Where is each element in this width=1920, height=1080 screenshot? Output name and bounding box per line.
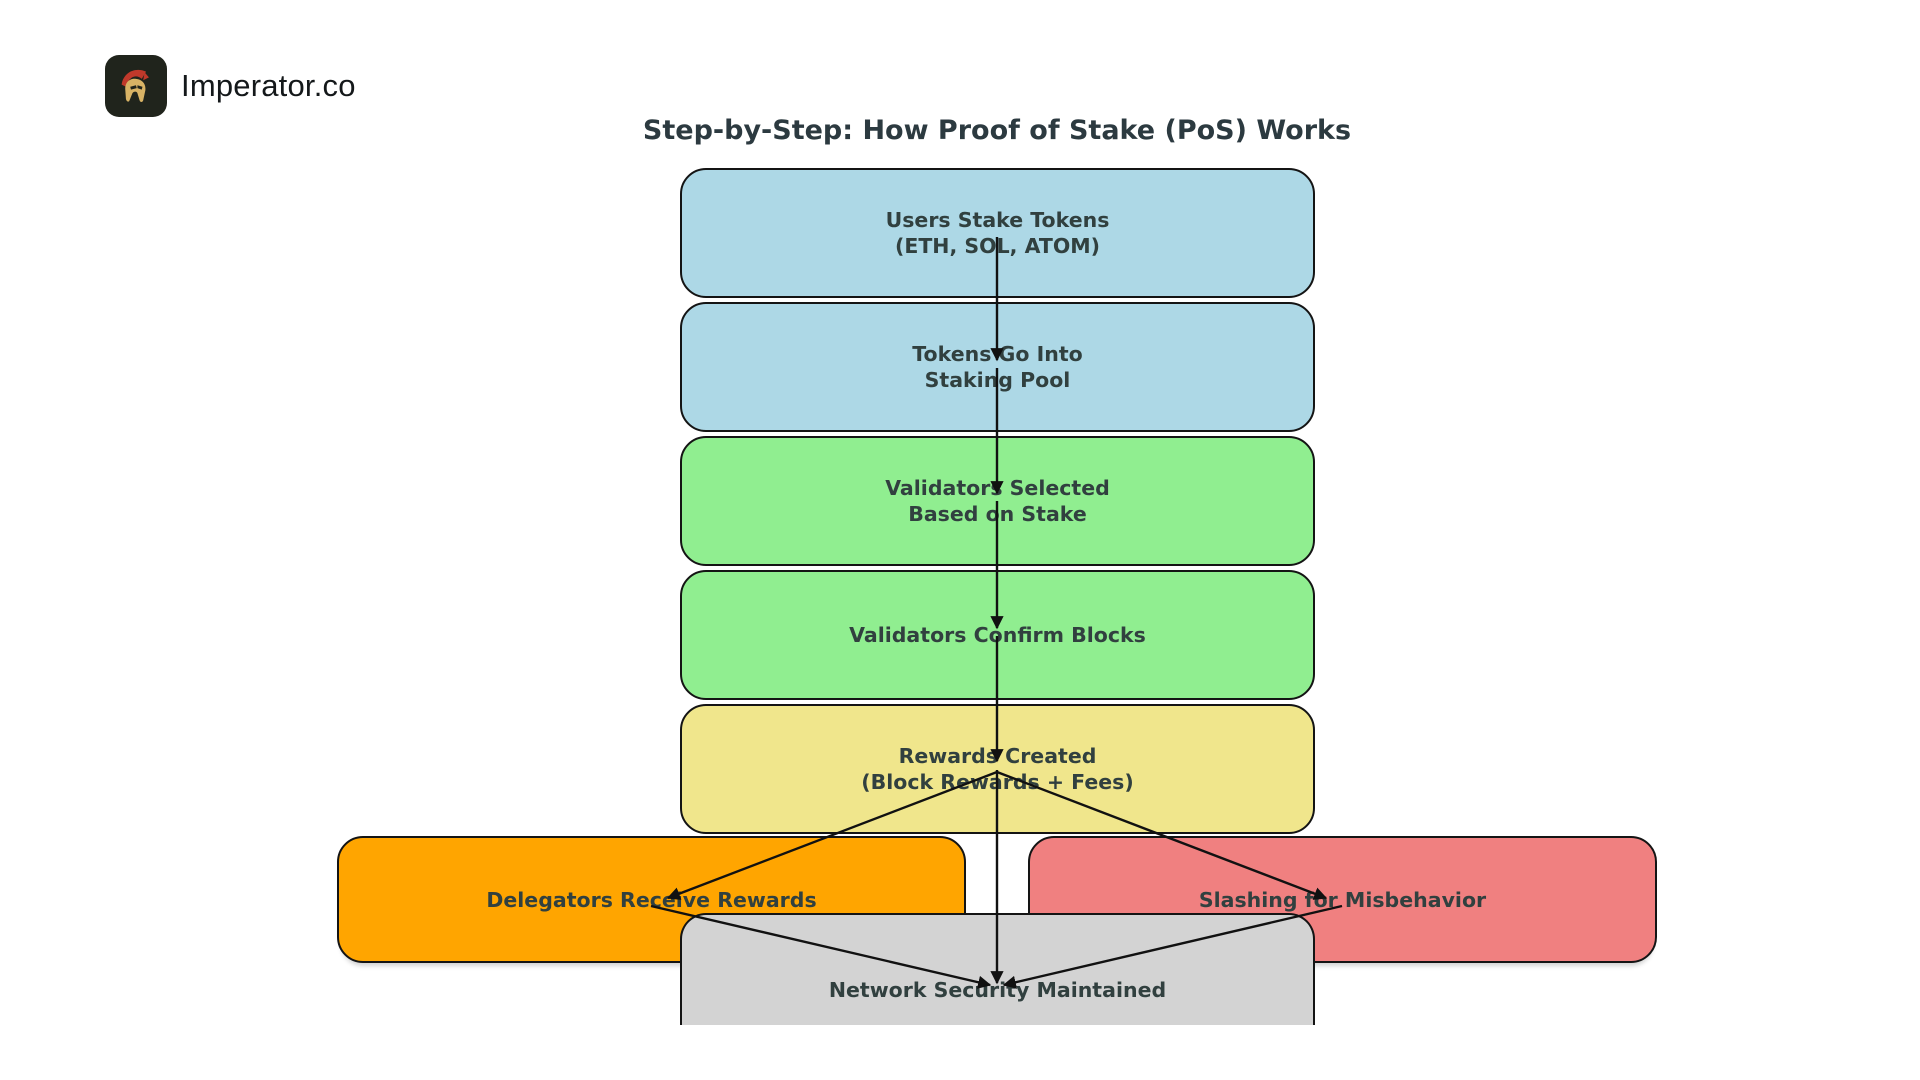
spartan-helmet-icon: [121, 69, 149, 102]
step-validators-selected: Validators Selected Based on Stake: [680, 436, 1315, 566]
step-text-line: Network Security Maintained: [828, 978, 1167, 1002]
step-text-line: (Block Rewards + Fees): [861, 770, 1134, 794]
step-text-line: Tokens Go Into: [912, 342, 1083, 366]
step-validators-confirm-blocks: Validators Confirm Blocks: [680, 570, 1315, 700]
step-text-line: Validators Confirm Blocks: [849, 623, 1146, 647]
step-text-line: Validators Selected: [885, 476, 1110, 500]
step-text-line: (ETH, SOL, ATOM): [894, 234, 1101, 258]
step-text-line: Delegators Receive Rewards: [486, 887, 817, 912]
brand-name: Imperator.co: [181, 68, 356, 103]
step-tokens-staking-pool: Tokens Go Into Staking Pool: [680, 302, 1315, 432]
imperator-logo: [105, 55, 167, 117]
brand: Imperator.co: [105, 55, 356, 117]
step-text-line: Based on Stake: [908, 502, 1087, 526]
step-users-stake-tokens: Users Stake Tokens (ETH, SOL, ATOM): [680, 168, 1315, 298]
step-rewards-created: Rewards Created (Block Rewards + Fees): [680, 704, 1315, 834]
step-text-line: Slashing for Misbehavior: [1198, 887, 1487, 912]
step-network-security-maintained: Network Security Maintained: [680, 913, 1315, 1025]
step-text-line: Rewards Created: [898, 744, 1097, 768]
diagram-title: Step-by-Step: How Proof of Stake (PoS) W…: [642, 115, 1352, 146]
step-text-line: Staking Pool: [924, 368, 1071, 392]
step-text-line: Users Stake Tokens: [885, 208, 1110, 232]
